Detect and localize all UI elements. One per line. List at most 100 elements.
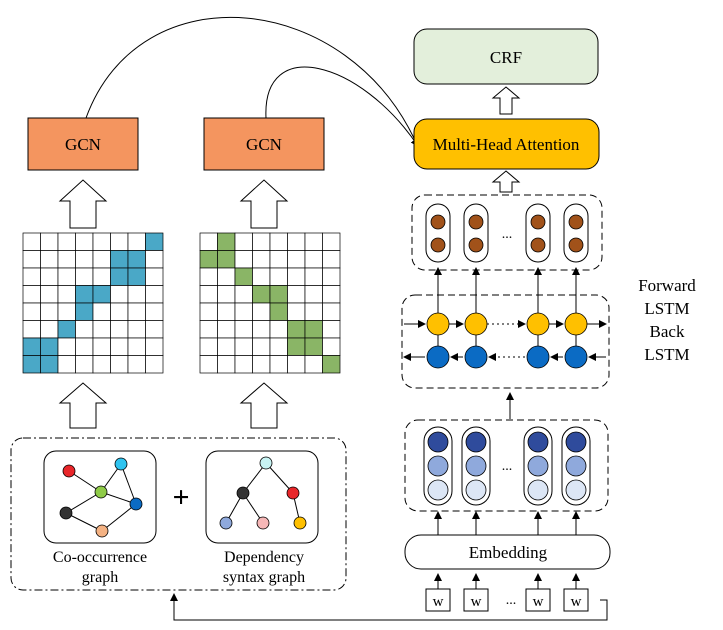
word-ellipsis: ... xyxy=(506,593,517,608)
matrix-cell xyxy=(217,337,236,356)
hollow-arrow-up-icon xyxy=(58,382,108,429)
forward-lstm-label-line2: LSTM xyxy=(644,299,689,318)
embedding-node xyxy=(527,455,549,477)
matrix-cell xyxy=(269,302,288,321)
matrix-cell xyxy=(92,355,111,374)
output-vector xyxy=(463,203,489,263)
matrix-cell xyxy=(40,320,59,339)
matrix-cell xyxy=(287,355,306,374)
embedding-node xyxy=(465,431,487,453)
multi-head-attention-label: Multi-Head Attention xyxy=(433,135,580,154)
matrix-cell xyxy=(199,285,218,304)
matrix-cell xyxy=(145,267,164,286)
graph-node xyxy=(114,457,128,471)
matrix-cell xyxy=(110,337,129,356)
matrix-cell xyxy=(252,337,271,356)
crf-label: CRF xyxy=(490,48,522,67)
matrix-cell xyxy=(75,355,94,374)
matrix-cell xyxy=(217,250,236,269)
matrix-cell xyxy=(75,337,94,356)
plus-icon: + xyxy=(172,481,189,514)
matrix-cell xyxy=(127,337,146,356)
matrix-cell xyxy=(269,337,288,356)
matrix-cell xyxy=(57,320,76,339)
matrix-cell xyxy=(304,355,323,374)
cooccurrence-label-line2: graph xyxy=(82,569,118,586)
matrix-cell xyxy=(269,232,288,251)
matrix-cell xyxy=(322,267,341,286)
gcn-left-label: GCN xyxy=(65,135,101,154)
matrix-cell xyxy=(75,320,94,339)
output-group xyxy=(411,194,603,271)
graph-node xyxy=(286,486,300,500)
matrix-cell xyxy=(57,302,76,321)
matrix-cell xyxy=(252,267,271,286)
matrix-cell xyxy=(252,355,271,374)
matrix-cell xyxy=(304,250,323,269)
matrix-cell xyxy=(92,285,111,304)
embedding-node xyxy=(565,431,587,453)
back-lstm-cell xyxy=(526,345,550,369)
matrix-cell xyxy=(234,320,253,339)
cooccurrence-label: Co-occurrence xyxy=(53,549,147,566)
matrix-cell xyxy=(199,355,218,374)
matrix-cell xyxy=(110,250,129,269)
output-node xyxy=(468,214,484,230)
forward-lstm-cell xyxy=(526,312,550,336)
back-lstm-cell xyxy=(426,345,450,369)
matrix-cell xyxy=(75,250,94,269)
matrix-cell xyxy=(322,232,341,251)
matrix-cell xyxy=(234,355,253,374)
output-vector xyxy=(425,203,451,263)
matrix-cell xyxy=(40,302,59,321)
matrix-cell xyxy=(145,232,164,251)
forward-lstm-cell xyxy=(464,312,488,336)
gcn-middle-box xyxy=(203,117,325,171)
matrix-cell xyxy=(322,250,341,269)
matrix-cell xyxy=(22,355,41,374)
matrix-cell xyxy=(234,267,253,286)
word-token-label: w xyxy=(571,594,582,610)
graph-node xyxy=(59,506,73,520)
dependency-label-line2: syntax graph xyxy=(223,569,305,586)
graph-node xyxy=(94,485,108,499)
matrix-cell xyxy=(127,320,146,339)
graph-node xyxy=(259,456,273,470)
forward-lstm-cell xyxy=(564,312,588,336)
matrix-cell xyxy=(252,232,271,251)
matrix-cell xyxy=(127,285,146,304)
feedback-arrow xyxy=(170,593,608,621)
matrix-cell xyxy=(127,250,146,269)
matrix-cell xyxy=(145,320,164,339)
back-lstm-label: Back xyxy=(650,322,685,341)
gcn-left-to-attention-curve xyxy=(85,16,419,148)
matrix-cell xyxy=(322,355,341,374)
back-lstm-cell xyxy=(464,345,488,369)
matrix-cell xyxy=(22,285,41,304)
matrix-cell xyxy=(57,232,76,251)
output-ellipsis: ... xyxy=(502,227,513,242)
matrix-cell xyxy=(40,267,59,286)
matrix-cell xyxy=(217,355,236,374)
multi-head-attention-box xyxy=(413,118,600,170)
matrix-cell xyxy=(234,250,253,269)
graph-node xyxy=(293,516,307,530)
matrix-cell xyxy=(22,267,41,286)
embedding-vectors-group xyxy=(404,419,609,512)
matrix-cell xyxy=(217,232,236,251)
matrix-cell xyxy=(304,232,323,251)
matrix-cell xyxy=(110,320,129,339)
matrix-cell xyxy=(75,267,94,286)
matrix-cell xyxy=(110,355,129,374)
matrix-cell xyxy=(92,267,111,286)
matrix-cell xyxy=(110,232,129,251)
matrix-cell xyxy=(22,337,41,356)
matrix-cell xyxy=(304,320,323,339)
matrix-cell xyxy=(22,302,41,321)
matrix-cell xyxy=(252,320,271,339)
matrix-cell xyxy=(217,285,236,304)
word-token-label: w xyxy=(533,594,544,610)
matrix-cell xyxy=(304,267,323,286)
matrix-cell xyxy=(127,355,146,374)
output-node xyxy=(530,237,546,253)
